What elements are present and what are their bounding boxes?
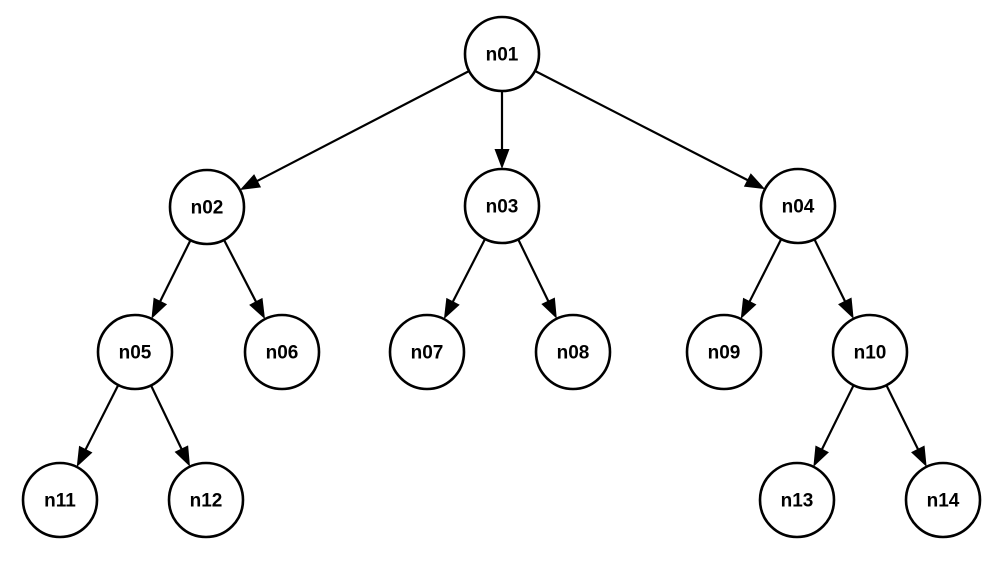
edges-layer [76, 69, 927, 467]
edge-n03-to-n07 [443, 238, 487, 320]
node-circle[interactable] [904, 461, 982, 539]
node-n10[interactable]: n10 [831, 313, 909, 391]
edge-arrowhead [911, 445, 927, 467]
edge-line [517, 238, 550, 304]
edge-line [820, 384, 855, 452]
node-circle[interactable] [21, 461, 99, 539]
edge-line [747, 238, 783, 304]
edge-n01-to-n02 [239, 70, 470, 190]
node-circle[interactable] [463, 167, 541, 245]
node-n12[interactable]: n12 [167, 461, 245, 539]
edge-arrowhead [443, 297, 460, 320]
edge-n01-to-n03 [494, 91, 510, 169]
node-n06[interactable]: n06 [243, 313, 321, 391]
edge-line [885, 384, 920, 452]
edge-arrowhead [813, 445, 829, 467]
node-n04[interactable]: n04 [759, 167, 837, 245]
node-n09[interactable]: n09 [685, 313, 763, 391]
edge-line [83, 384, 120, 452]
edge-arrowhead [838, 297, 854, 319]
node-n03[interactable]: n03 [463, 167, 541, 245]
edge-arrowhead [76, 445, 93, 467]
node-n02[interactable]: n02 [168, 168, 246, 246]
edge-n10-to-n14 [885, 384, 927, 467]
node-n11[interactable]: n11 [21, 461, 99, 539]
edge-arrowhead [541, 297, 557, 319]
edge-n03-to-n08 [517, 238, 557, 319]
node-n05[interactable]: n05 [96, 313, 174, 391]
edge-arrowhead [239, 174, 262, 190]
edge-n04-to-n09 [740, 238, 783, 319]
edge-n10-to-n13 [813, 384, 855, 467]
edge-n05-to-n11 [76, 384, 120, 467]
edge-line [158, 239, 192, 304]
edge-line [534, 69, 750, 182]
node-n14[interactable]: n14 [904, 461, 982, 539]
edge-arrowhead [494, 149, 510, 169]
edge-arrowhead [249, 297, 265, 320]
node-circle[interactable] [167, 461, 245, 539]
node-circle[interactable] [96, 313, 174, 391]
node-circle[interactable] [685, 313, 763, 391]
edge-line [813, 238, 847, 304]
node-n07[interactable]: n07 [388, 313, 466, 391]
edge-line [451, 238, 487, 304]
node-circle[interactable] [463, 15, 541, 93]
edge-arrowhead [743, 173, 766, 190]
edge-n02-to-n05 [151, 239, 192, 319]
node-circle[interactable] [243, 313, 321, 391]
node-circle[interactable] [534, 313, 612, 391]
node-n08[interactable]: n08 [534, 313, 612, 391]
edge-n04-to-n10 [813, 238, 854, 319]
edge-line [223, 239, 258, 304]
edge-n01-to-n04 [534, 69, 766, 190]
node-circle[interactable] [168, 168, 246, 246]
node-n01[interactable]: n01 [463, 15, 541, 93]
edge-arrowhead [740, 297, 757, 319]
edge-n02-to-n06 [223, 239, 265, 320]
node-circle[interactable] [758, 461, 836, 539]
edge-line [150, 384, 184, 451]
node-n13[interactable]: n13 [758, 461, 836, 539]
node-circle[interactable] [759, 167, 837, 245]
edge-arrowhead [151, 297, 168, 319]
edge-arrowhead [174, 445, 190, 467]
node-circle[interactable] [388, 313, 466, 391]
node-circle[interactable] [831, 313, 909, 391]
edge-line [255, 70, 470, 183]
edge-n05-to-n12 [150, 384, 190, 467]
